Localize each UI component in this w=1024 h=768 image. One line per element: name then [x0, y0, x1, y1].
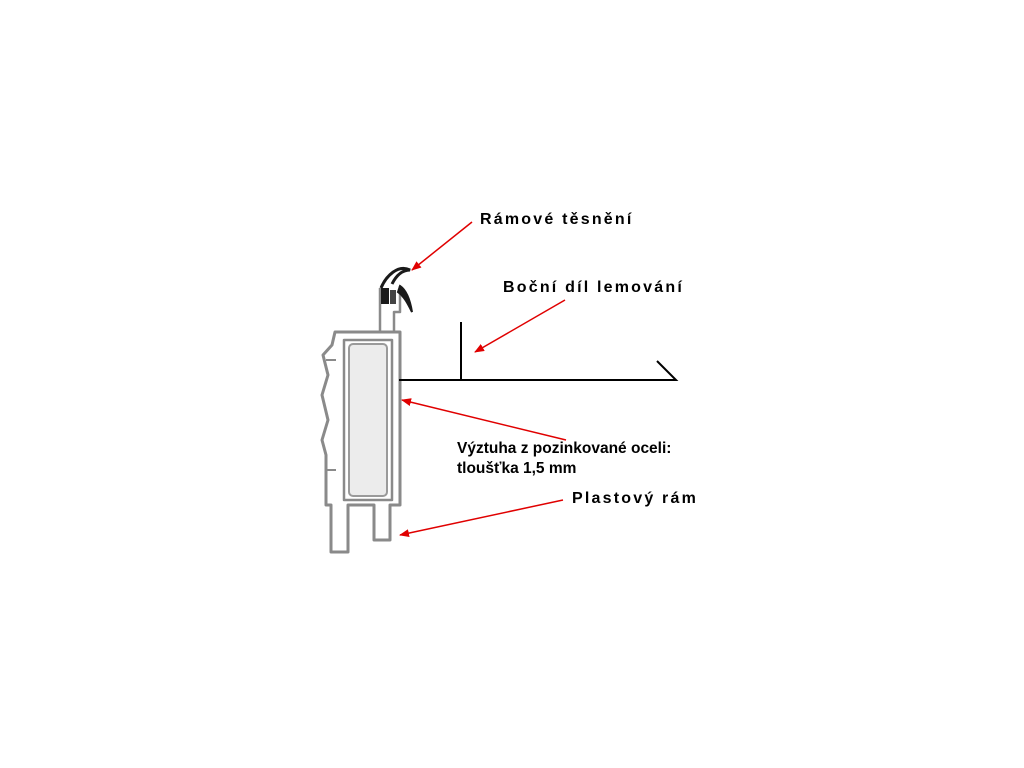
label-frame-seal: Rámové těsnění	[480, 211, 634, 228]
label-side-flashing: Boční díl lemování	[503, 279, 684, 296]
frame-seal	[379, 267, 413, 313]
plastic-frame-profile	[320, 286, 402, 554]
label-plastic-frame: Plastový rám	[572, 490, 699, 507]
arrow-frame-seal	[411, 221, 473, 271]
label-reinforcement-line2: tloušťka 1,5 mm	[457, 460, 577, 477]
arrow-side-flashing	[474, 299, 566, 353]
steel-reinforcement	[348, 343, 388, 497]
label-reinforcement-line1: Výztuha z pozinkované oceli:	[457, 440, 672, 457]
side-flashing	[399, 322, 679, 381]
pointer-arrows	[399, 221, 567, 538]
arrow-reinforcement	[401, 398, 567, 441]
arrow-plastic-frame	[399, 499, 564, 538]
